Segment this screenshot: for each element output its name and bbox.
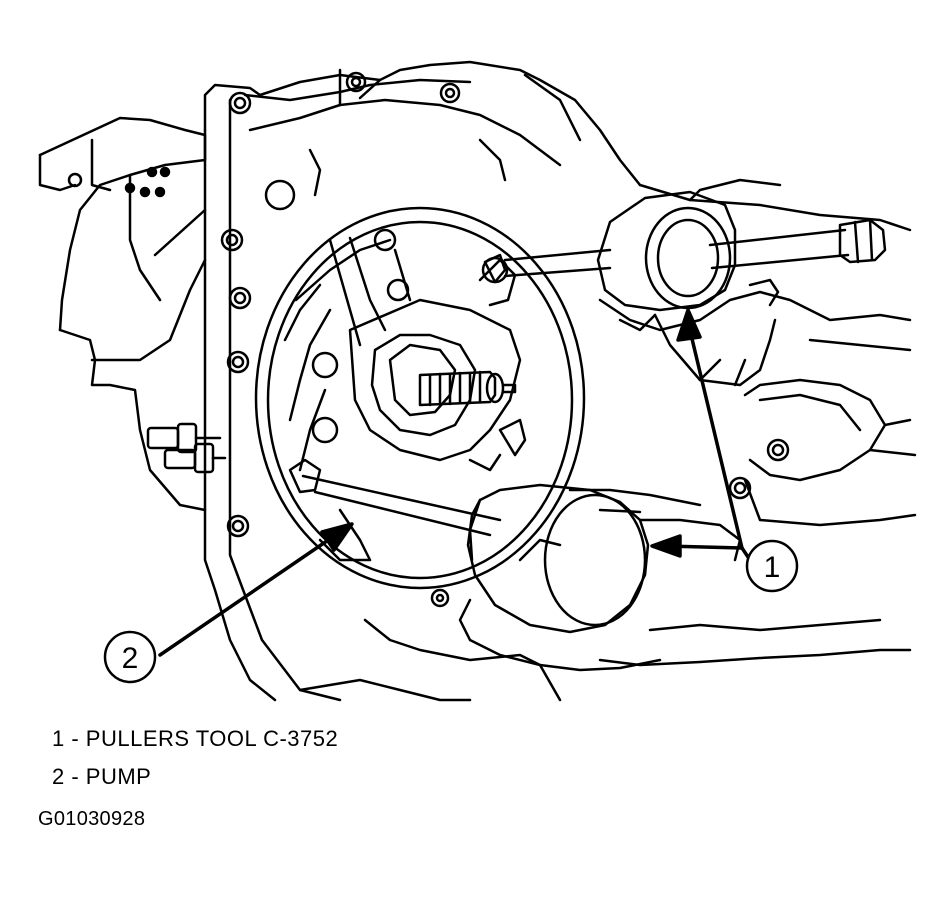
flange-bolt-holes — [220, 71, 790, 608]
figure-id: G01030928 — [38, 808, 146, 830]
puller-tool-lower — [458, 483, 742, 672]
legend-item-puller-tool: 1 - PULLERS TOOL C-3752 — [52, 726, 339, 751]
callout-2-label: 2 — [122, 642, 139, 675]
callout-arrows — [158, 308, 752, 657]
callout-1: 1 — [745, 539, 799, 593]
engine-block-casting — [203, 60, 917, 702]
callout-2: 2 — [103, 630, 157, 684]
left-housing-bracket — [38, 116, 227, 512]
legend-item-pump: 2 - PUMP — [52, 764, 152, 789]
puller-tool-upper — [483, 190, 912, 387]
callout-1-label: 1 — [764, 551, 781, 584]
oil-pump — [254, 206, 586, 590]
